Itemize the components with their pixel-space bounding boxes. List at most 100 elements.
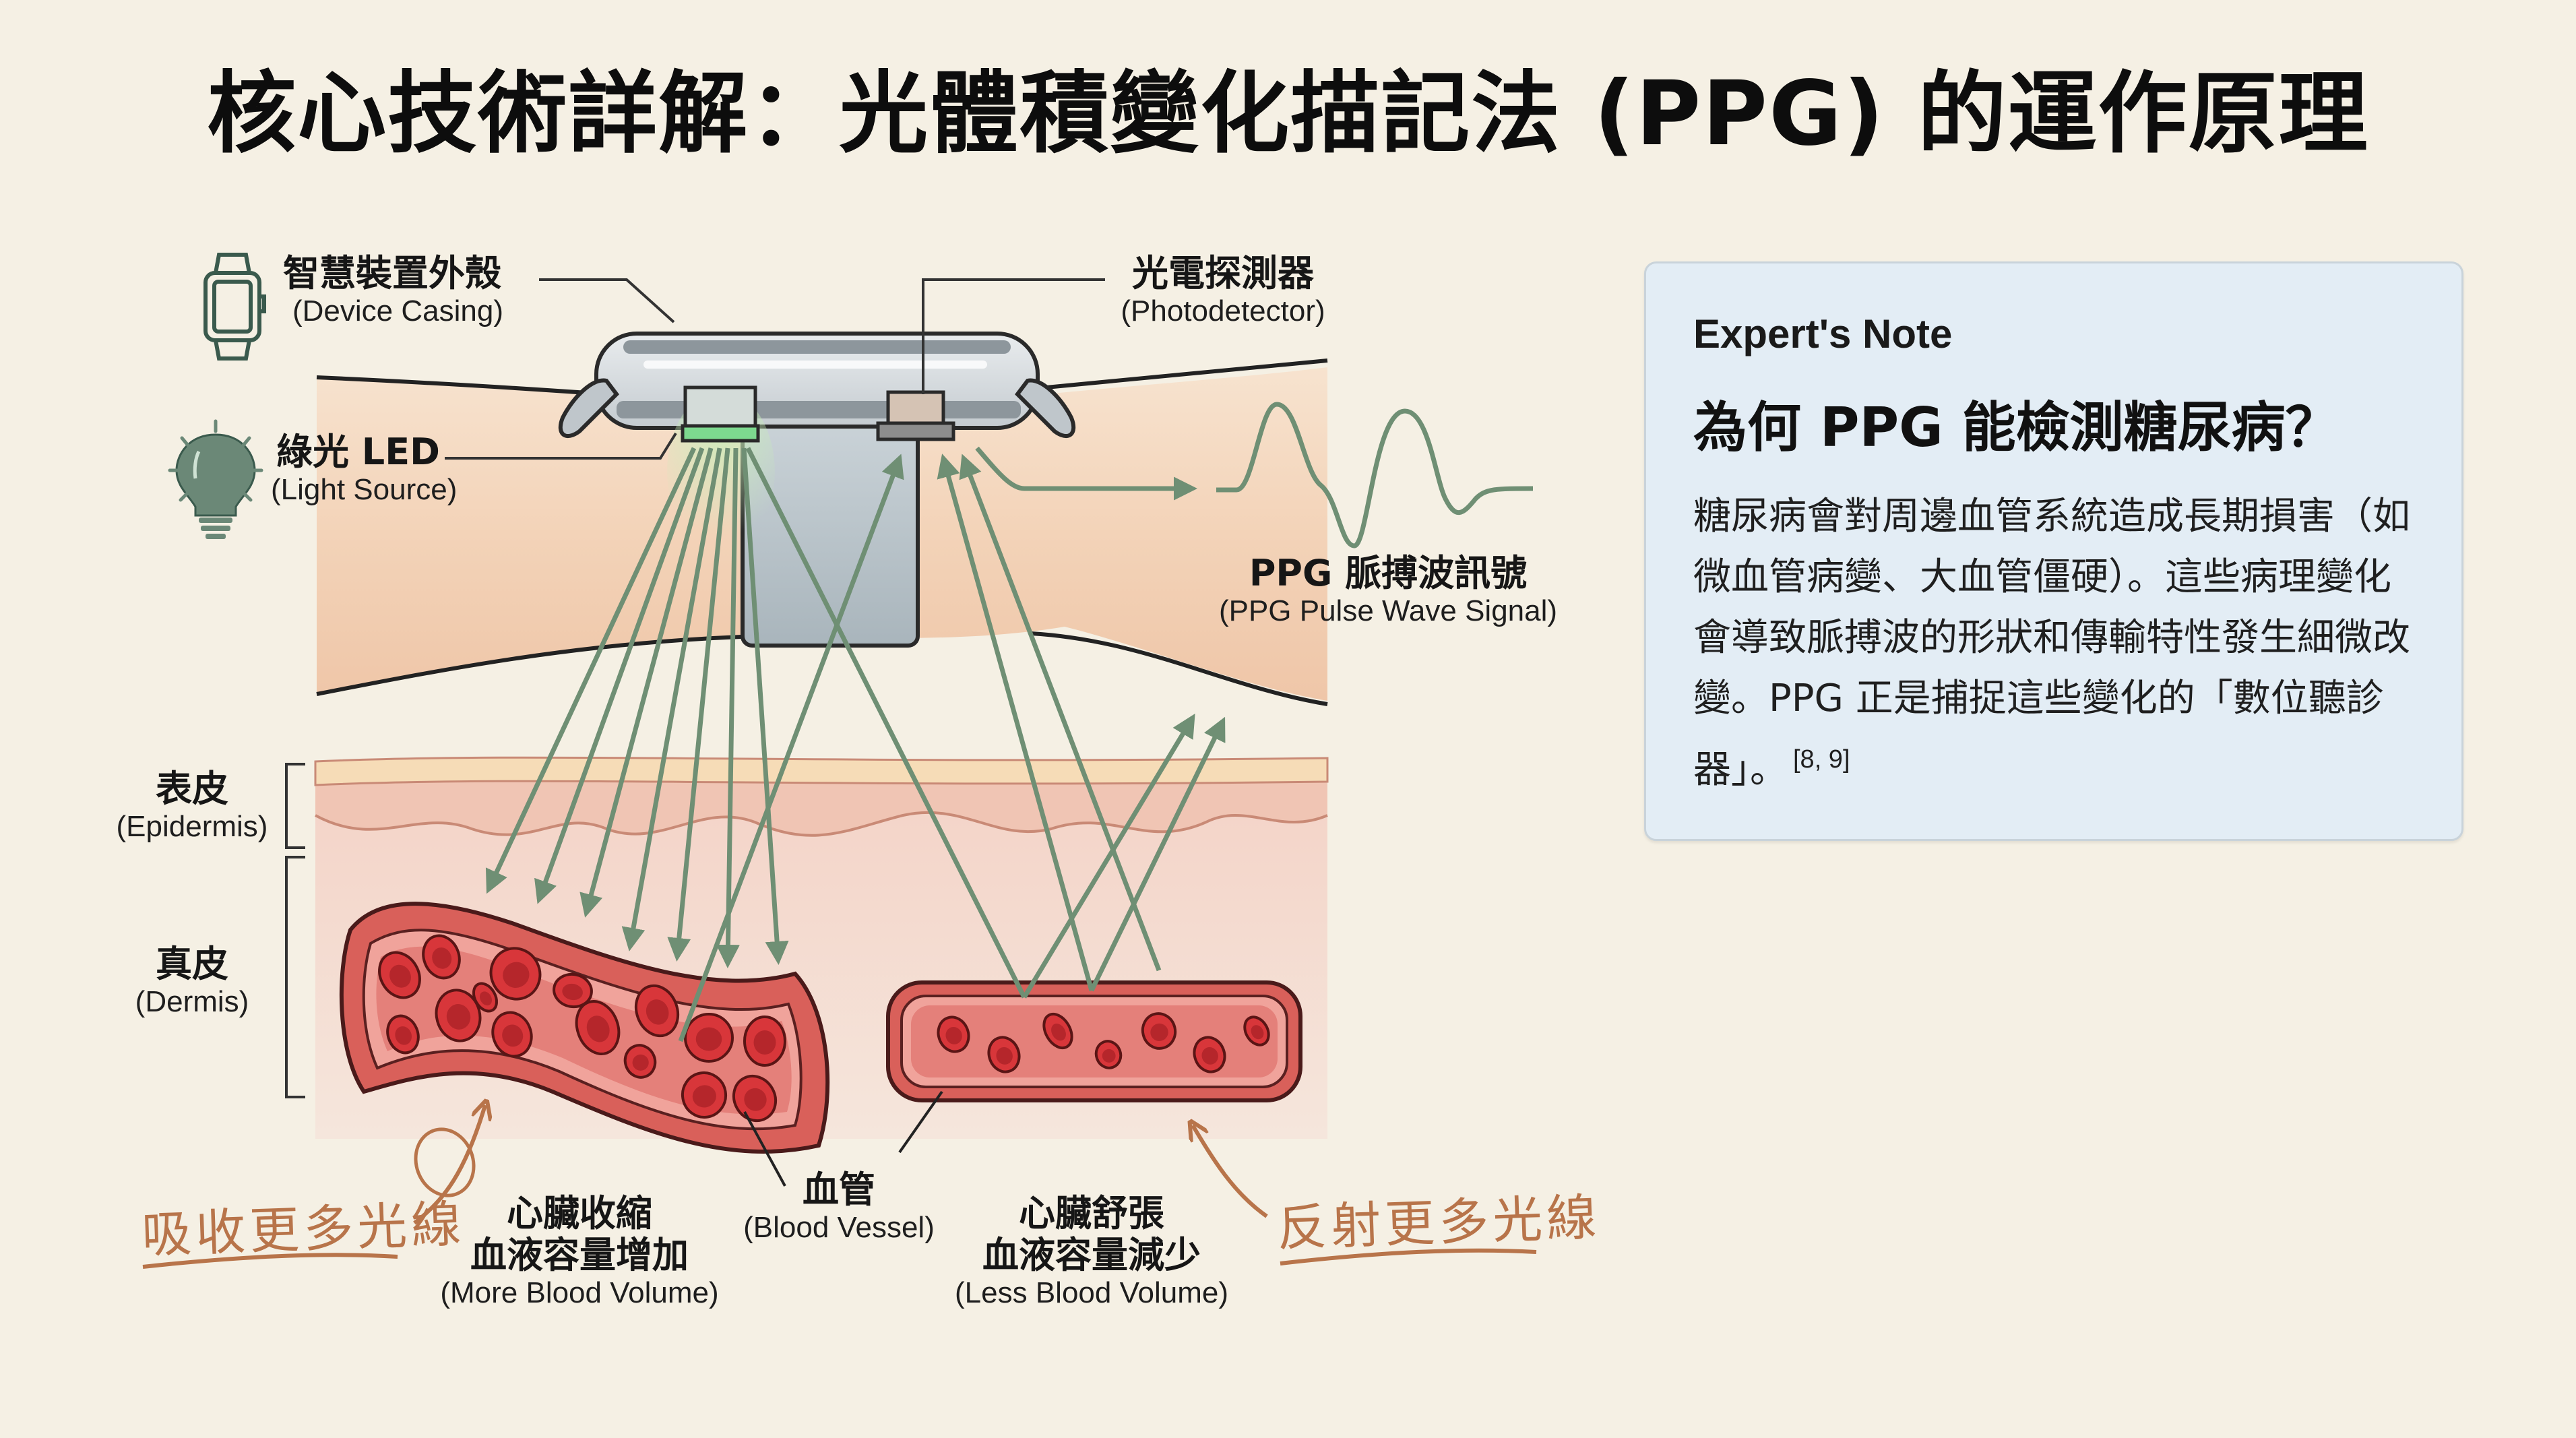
wrist-skin-bottom-edge <box>316 635 742 696</box>
blood-vessel-label: 血管 (Blood Vessel) <box>734 1168 943 1245</box>
dermis-label-en: (Dermis) <box>135 985 249 1019</box>
systole-label-zh2: 血液容量增加 <box>470 1234 689 1277</box>
diastole-label-zh2: 血液容量減少 <box>982 1234 1201 1277</box>
red-blood-cell <box>1193 1036 1226 1073</box>
page-title: 核心技術詳解：光體積變化描記法 (PPG) 的運作原理 <box>207 62 2369 166</box>
red-blood-cell <box>684 1013 734 1063</box>
red-blood-cell <box>491 1011 533 1058</box>
led-module <box>683 385 757 430</box>
red-blood-cell <box>386 1014 420 1055</box>
expert-note-body: 糖尿病會對周邊血管系統造成長期損害（如微血管病變、大血管僵硬）。這些病理變化會導… <box>1693 487 2421 801</box>
incident-light-ray <box>534 447 705 904</box>
expert-note-citation: [8, 9] <box>1793 745 1850 774</box>
incident-light-ray <box>621 447 722 951</box>
blood-vessel-label-zh: 血管 <box>803 1168 875 1211</box>
absorb-annotation: 吸收更多光線 <box>140 1195 466 1265</box>
photodetector-label-zh: 光電探測器 <box>1132 252 1314 294</box>
lightbulb-icon <box>168 419 263 539</box>
reflected-light-ray <box>1022 714 1195 999</box>
red-blood-cell <box>489 947 542 1001</box>
red-blood-cell <box>732 1074 778 1123</box>
reflect-underline <box>1280 1248 1537 1265</box>
diastole-label-zh1: 心臟舒張 <box>1019 1192 1164 1234</box>
red-blood-cell <box>378 951 421 999</box>
expert-note-kicker: Expert's Note <box>1693 311 1953 356</box>
device-casing-leader <box>539 278 675 323</box>
red-blood-cell <box>681 1071 728 1119</box>
incident-light-ray <box>741 447 789 965</box>
systole-label-en: (More Blood Volume) <box>440 1276 719 1310</box>
red-blood-cells-dense <box>378 934 786 1123</box>
red-blood-cell <box>422 934 461 980</box>
incident-light-ray <box>716 447 740 968</box>
red-blood-cell <box>1042 1012 1073 1050</box>
blood-vessel-label-en: (Blood Vessel) <box>743 1211 935 1245</box>
red-blood-cells-sparse <box>937 1012 1270 1073</box>
ppg-signal-label-en: (PPG Pulse Wave Signal) <box>1218 594 1558 628</box>
epidermis-label: 表皮 (Epidermis) <box>101 768 283 844</box>
reflected-light-ray <box>678 454 904 1042</box>
blood-vessel-dilated <box>339 902 830 1154</box>
diastole-label-en: (Less Blood Volume) <box>955 1276 1228 1310</box>
expert-note-heading: 為何 PPG 能檢測糖尿病？ <box>1693 396 2339 459</box>
diastole-label: 心臟舒張 血液容量減少 (Less Blood Volume) <box>943 1192 1240 1311</box>
red-blood-cell <box>435 989 482 1042</box>
red-blood-cell <box>1094 1040 1123 1069</box>
blood-vessel-constricted <box>886 980 1302 1102</box>
green-led-leader <box>445 432 677 460</box>
red-blood-cell <box>1141 1012 1177 1050</box>
epidermis-bracket <box>285 763 305 849</box>
photodetector-label-en: (Photodetector) <box>1121 294 1325 328</box>
wrist-skin-top-edge <box>316 375 607 396</box>
ppg-waveform <box>1216 402 1534 549</box>
expert-note-body-text: 糖尿病會對周邊血管系統造成長期損害（如微血管病變、大血管僵硬）。這些病理變化會導… <box>1693 495 2410 792</box>
device-casing <box>558 332 1076 648</box>
reflected-light-ray <box>959 454 1162 972</box>
green-led-label-en: (Light Source) <box>271 473 458 507</box>
red-blood-cell <box>634 984 680 1038</box>
green-led-label-zh: 綠光 LED <box>276 431 440 473</box>
watch-strap-lug-right <box>1015 378 1076 439</box>
photodetector-module <box>886 390 945 428</box>
stratum-corneum <box>314 756 1329 786</box>
incident-light-ray <box>485 447 697 894</box>
reflect-annotation: 反射更多光線 <box>1276 1188 1602 1258</box>
blood-vessel-leader-1 <box>743 1111 786 1187</box>
watch-strap-lug-left <box>558 378 619 439</box>
absorb-loop <box>414 1127 476 1197</box>
red-blood-cell <box>987 1036 1021 1073</box>
red-blood-cell <box>743 1015 786 1067</box>
green-led-label: 綠光 LED (Light Source) <box>271 431 457 507</box>
light-rays <box>485 447 1226 1042</box>
absorb-underline <box>142 1253 398 1269</box>
device-casing-label: 智慧裝置外殼 (Device Casing) <box>283 252 503 329</box>
ppg-signal-label-zh: PPG 脈搏波訊號 <box>1249 552 1528 594</box>
reflect-arrow <box>1193 1125 1268 1218</box>
incident-light-ray <box>579 447 714 918</box>
dermis-label: 真皮 (Dermis) <box>101 943 283 1020</box>
photodetector-base <box>876 421 955 441</box>
red-blood-cell <box>623 1044 657 1079</box>
epidermis-label-en: (Epidermis) <box>116 810 268 844</box>
expert-note-card: Expert's Note 為何 PPG 能檢測糖尿病？ 糖尿病會對周邊血管系統… <box>1644 261 2463 841</box>
green-led <box>681 424 760 443</box>
photodetector-label: 光電探測器 (Photodetector) <box>1105 252 1341 329</box>
device-casing-label-zh: 智慧裝置外殼 <box>283 252 501 294</box>
absorb-arrow <box>413 1105 485 1225</box>
ppg-signal-label: PPG 脈搏波訊號 (PPG Pulse Wave Signal) <box>1199 552 1577 629</box>
device-casing-label-en: (Device Casing) <box>292 294 503 328</box>
red-blood-cell <box>472 982 499 1013</box>
smartwatch-icon <box>203 253 266 361</box>
incident-light-ray <box>667 447 730 962</box>
epidermis-label-zh: 表皮 <box>156 768 228 810</box>
red-blood-cell <box>1243 1015 1270 1046</box>
reflected-light-ray <box>937 454 1094 991</box>
reflected-light-ray <box>745 447 1027 999</box>
photodetector-leader <box>922 278 1105 394</box>
dermis-bracket <box>285 856 305 1098</box>
signal-arrow <box>975 446 1197 501</box>
blood-vessel-leader-2 <box>898 1090 943 1154</box>
red-blood-cell <box>553 972 593 1009</box>
red-blood-cell <box>575 1000 621 1055</box>
